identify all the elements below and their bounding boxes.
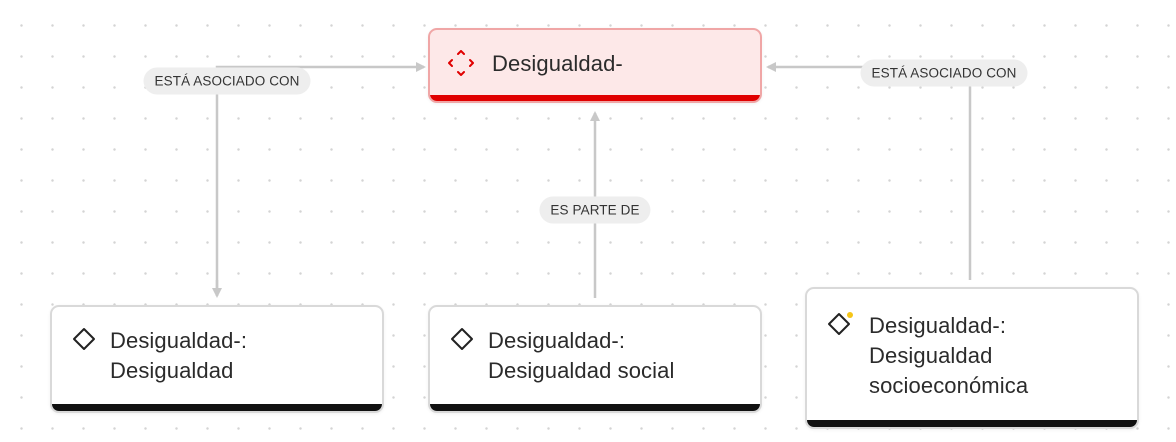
edge-left-to-root (215, 62, 426, 293)
edge-label-right[interactable]: ESTÁ ASOCIADO CON (860, 59, 1028, 87)
diamond-icon (72, 327, 96, 356)
node-left-label: Desigualdad-: Desigualdad (110, 328, 248, 383)
edge-label-left[interactable]: ESTÁ ASOCIADO CON (143, 67, 311, 95)
edge-label-middle[interactable]: ES PARTE DE (539, 196, 651, 224)
diamond-with-dot-icon (827, 311, 855, 342)
diamond-icon (450, 327, 474, 356)
node-middle[interactable]: Desigualdad-: Desigualdad social (428, 305, 762, 413)
node-root-label: Desigualdad- (492, 50, 623, 76)
node-middle-label: Desigualdad-: Desigualdad social (488, 328, 675, 383)
scope-target-icon (448, 50, 474, 81)
node-right-label: Desigualdad-: Desigualdad socioeconómica (869, 313, 1029, 398)
node-root[interactable]: Desigualdad- (428, 28, 762, 103)
edge-right-to-root (766, 62, 972, 280)
node-left[interactable]: Desigualdad-: Desigualdad (50, 305, 384, 413)
node-right[interactable]: Desigualdad-: Desigualdad socioeconómica (805, 287, 1139, 429)
